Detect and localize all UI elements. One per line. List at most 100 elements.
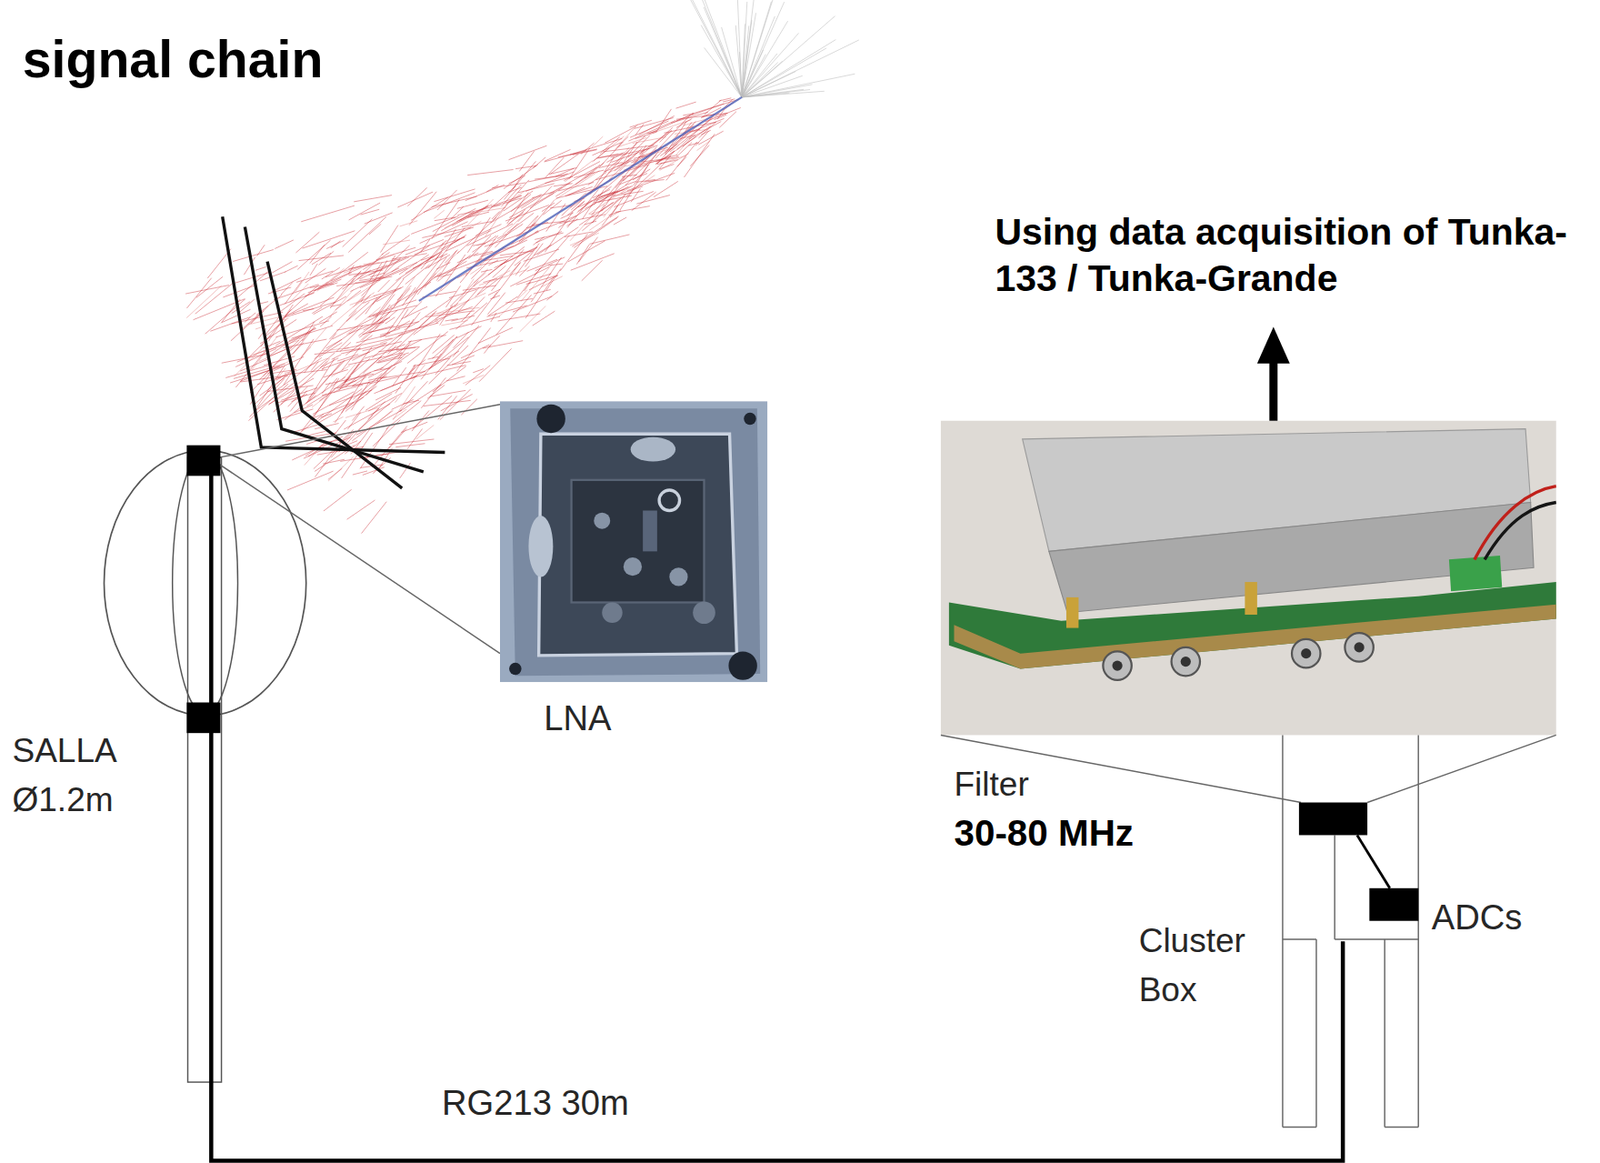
particle-track: [410, 216, 459, 235]
particle-track: [431, 336, 457, 359]
particle-track: [527, 259, 558, 271]
particle-track: [340, 341, 351, 351]
particle-track: [676, 141, 692, 157]
particle-track: [348, 259, 400, 270]
particle-track: [301, 321, 314, 341]
particle-track: [273, 360, 291, 369]
particle-track: [310, 283, 334, 288]
particle-track: [446, 376, 465, 381]
particle-track: [491, 211, 500, 220]
particle-track: [296, 270, 333, 282]
particle-track: [581, 260, 603, 281]
particle-track: [440, 228, 465, 259]
particle-track: [284, 301, 336, 318]
particle-track: [502, 210, 529, 235]
particle-track: [267, 337, 300, 351]
particle-track: [462, 285, 497, 290]
particle-track: [636, 195, 670, 205]
particle-track: [691, 99, 740, 114]
particle-track: [396, 312, 435, 349]
particle-track: [432, 334, 455, 353]
component: [642, 510, 658, 551]
particle-track: [396, 276, 416, 303]
particle-track: [240, 359, 268, 371]
particle-track: [366, 372, 388, 396]
particle-track: [451, 355, 475, 365]
particle-track: [537, 227, 580, 256]
particle-track: [438, 254, 471, 281]
particle-track: [349, 202, 380, 220]
particle-track: [275, 368, 286, 380]
particle-track: [600, 141, 624, 168]
particle-track: [677, 115, 715, 150]
particle-track: [713, 114, 727, 120]
salla-antenna: [103, 404, 500, 1082]
particle-track: [454, 279, 474, 309]
particle-track: [369, 257, 410, 276]
particle-track: [355, 295, 381, 320]
particle-track: [405, 252, 440, 274]
component: [692, 600, 716, 624]
particle-track: [545, 157, 564, 178]
bnc-connector: [1171, 647, 1200, 676]
particle-track: [195, 282, 234, 315]
particle-track: [250, 370, 273, 394]
box-outline: [1383, 939, 1385, 1128]
particle-track: [639, 131, 670, 154]
part-name: ADCs: [1431, 896, 1523, 939]
particle-track: [322, 459, 345, 464]
particle-track: [653, 180, 679, 197]
shield-front: [1049, 502, 1534, 613]
antenna-mount-block: [186, 702, 220, 734]
part-name: Cluster Box: [1139, 916, 1274, 1014]
leader-line: [1367, 734, 1557, 802]
particle-track: [589, 216, 610, 230]
particle-track: [400, 220, 419, 227]
particle-track: [434, 336, 458, 365]
particle-track: [505, 205, 550, 222]
particle-track: [430, 390, 466, 397]
antenna-name: SALLA Ø1.2m: [11, 726, 140, 824]
particle-track: [479, 270, 527, 286]
particle-track: [690, 145, 710, 167]
particle-track: [531, 220, 567, 225]
particle-track: [741, 0, 779, 98]
leader-line: [218, 463, 500, 654]
particle-track: [196, 276, 223, 298]
particle-track: [372, 300, 417, 316]
particle-track: [360, 427, 389, 469]
particle-track: [343, 403, 390, 430]
particle-track: [318, 388, 363, 420]
bnc-connector: [1291, 639, 1320, 668]
particle-track: [741, 40, 836, 98]
particle-track: [407, 429, 422, 450]
box-outline: [1281, 734, 1283, 1127]
particle-track: [369, 223, 381, 235]
particle-track: [299, 255, 344, 261]
particle-track: [613, 217, 627, 225]
particle-track: [323, 489, 352, 511]
shower-core: [419, 97, 742, 301]
particle-track: [312, 401, 354, 419]
particle-track: [584, 220, 598, 225]
particle-track: [487, 292, 505, 315]
power-wire: [1484, 502, 1557, 560]
particle-track: [351, 406, 364, 421]
particle-track: [534, 232, 564, 240]
particle-track: [248, 312, 295, 324]
particle-track: [363, 262, 380, 265]
particle-track: [482, 278, 497, 282]
particle-track: [570, 138, 623, 155]
particle-track: [488, 246, 525, 275]
particle-track: [321, 351, 370, 370]
particle-track: [420, 353, 441, 380]
particle-track: [589, 234, 630, 244]
photo-background: [500, 400, 768, 682]
connector: [528, 515, 553, 577]
particle-track: [572, 150, 598, 156]
component: [623, 557, 642, 576]
particle-track: [487, 305, 528, 317]
particle-track: [604, 126, 636, 143]
particle-track: [344, 367, 384, 382]
